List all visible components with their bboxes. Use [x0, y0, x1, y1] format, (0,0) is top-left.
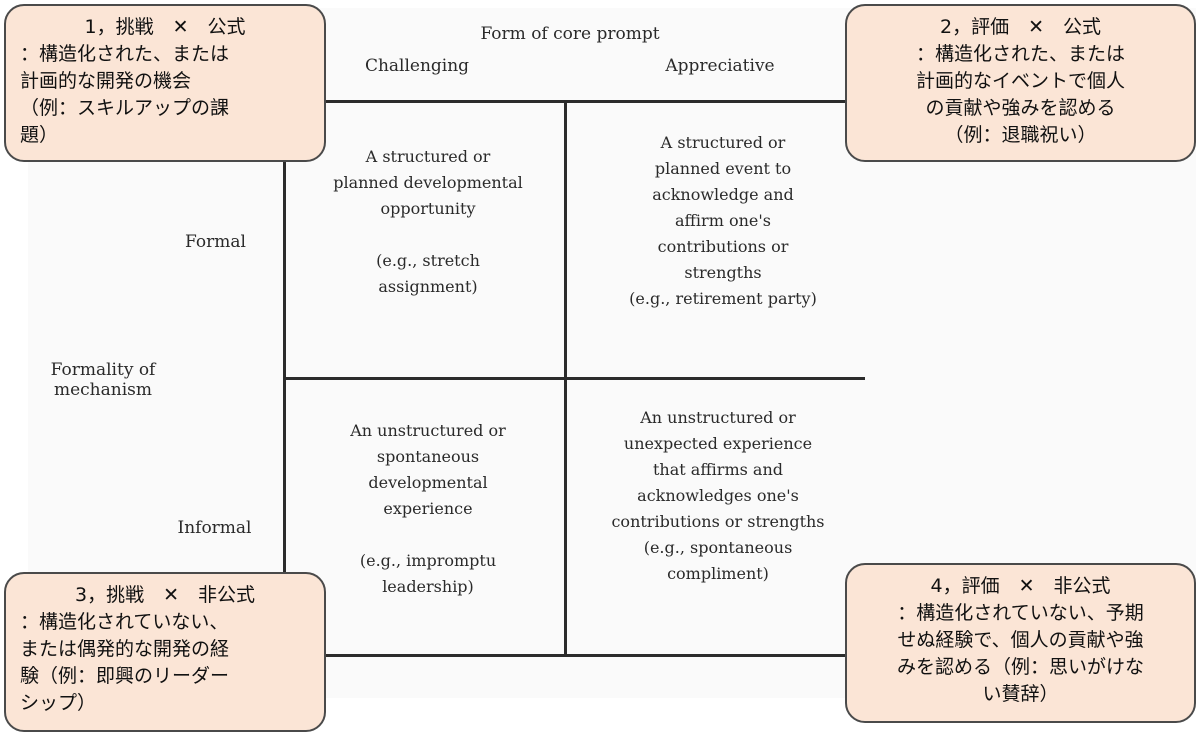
callout-4-appreciative-informal: 4，評価 ✕ 非公式 ：構造化されていない、予期 せぬ経験で、個人の貢献や強 み… — [845, 563, 1196, 723]
grid-bottom-line — [283, 654, 865, 657]
cell-example: (e.g., impromptu leadership) — [359, 551, 497, 596]
cell-informal-appreciative: An unstructured or unexpected experience… — [608, 405, 828, 587]
grid-middle-horizontal-line — [283, 377, 865, 380]
cell-informal-challenging: An unstructured or spontaneous developme… — [333, 418, 523, 600]
row-label-informal: Informal — [177, 518, 252, 538]
cell-formal-appreciative: A structured or planned event to acknowl… — [628, 130, 818, 312]
axis-label-line-1: Formality of — [50, 360, 156, 380]
form-of-core-prompt-label: Form of core prompt — [480, 24, 660, 44]
callout-title: 2，評価 ✕ 公式 — [939, 16, 1101, 38]
cell-text: A structured or planned event to acknowl… — [652, 133, 794, 282]
callout-title: 3，挑戦 ✕ 非公式 — [74, 584, 255, 606]
callout-3-challenging-informal: 3，挑戦 ✕ 非公式 ：構造化されていない、 または偶発的な開発の経 験（例：即… — [4, 572, 326, 732]
callout-2-appreciative-formal: 2，評価 ✕ 公式 ：構造化された、または 計画的なイベントで個人 の貢献や強み… — [845, 4, 1196, 162]
callout-body: ：構造化された、または 計画的な開発の機会 （例：スキルアップの課 題） — [20, 43, 230, 146]
cell-text: An unstructured or spontaneous developme… — [350, 421, 506, 518]
callout-body: ：構造化された、または 計画的なイベントで個人 の貢献や強みを認める （例：退職… — [915, 43, 1125, 146]
callout-body: ：構造化されていない、 または偶発的な開発の経 験（例：即興のリーダー シップ） — [20, 611, 230, 714]
column-header-challenging: Challenging — [364, 56, 470, 76]
cell-text: An unstructured or unexpected experience… — [611, 408, 825, 531]
cell-example: (e.g., stretch assignment) — [376, 251, 480, 296]
cell-example: (e.g., spontaneous compliment) — [643, 538, 793, 583]
column-header-appreciative: Appreciative — [665, 56, 775, 76]
callout-title: 4，評価 ✕ 非公式 — [930, 575, 1111, 597]
cell-formal-challenging: A structured or planned developmental op… — [333, 144, 523, 300]
quadrant-grid: A structured or planned developmental op… — [283, 100, 865, 657]
row-label-formal: Formal — [185, 232, 246, 252]
grid-top-line — [283, 100, 865, 103]
callout-title: 1，挑戦 ✕ 公式 — [84, 16, 246, 38]
cell-example: (e.g., retirement party) — [629, 289, 817, 308]
callout-body: ：構造化されていない、予期 せぬ経験で、個人の貢献や強 みを認める（例：思いがけ… — [896, 602, 1144, 705]
cell-text: A structured or planned developmental op… — [333, 147, 523, 218]
axis-label-line-2: mechanism — [53, 380, 152, 401]
callout-1-challenging-formal: 1，挑戦 ✕ 公式 ：構造化された、または 計画的な開発の機会 （例：スキルアッ… — [4, 4, 326, 162]
axis-label-formality: Formality of mechanism — [28, 360, 178, 401]
